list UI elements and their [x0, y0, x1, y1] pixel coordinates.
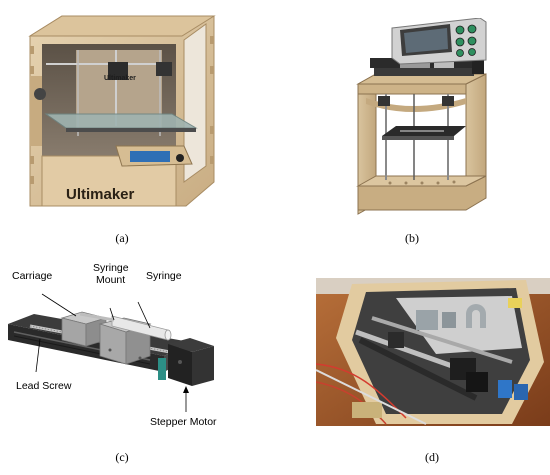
syringe-mount-label-line2: Mount — [96, 274, 126, 286]
panel-d-label: (d) — [425, 450, 439, 464]
lead-screw-pointer — [35, 338, 41, 373]
stepper-motor-label: Stepper Motor — [150, 416, 217, 428]
syringe-pointer — [137, 301, 151, 329]
ultimaker-inner-logo: Ultimaker — [104, 75, 136, 82]
syringe-mount-pointer — [109, 307, 115, 321]
panel-a-label: (a) — [115, 231, 129, 245]
panel-b-label: (b) — [405, 231, 419, 245]
ultimaker-printer-image: Ultimaker Ultimaker — [16, 6, 218, 214]
carriage-label: Carriage — [12, 270, 53, 282]
panel-c-syringe-pump: Carriage Syringe Mount Syringe Lead Scre… — [0, 262, 250, 442]
syringe-label: Syringe — [146, 270, 182, 282]
panel-c-label: (c) — [115, 450, 129, 464]
assembled-pump-photo — [316, 278, 550, 426]
ultimaker-front-brand: Ultimaker — [66, 186, 135, 203]
panel-d-assembled-photo — [316, 278, 550, 426]
panel-a-ultimaker-photo: Ultimaker Ultimaker — [16, 6, 218, 214]
panel-b-cad-render — [330, 18, 506, 218]
carriage-pointer — [41, 293, 77, 317]
syringe-pump-diagram — [0, 262, 250, 442]
cad-printer-image — [330, 18, 506, 218]
syringe-mount-label-line1: Syringe — [93, 262, 129, 274]
lead-screw-label: Lead Screw — [16, 380, 72, 392]
